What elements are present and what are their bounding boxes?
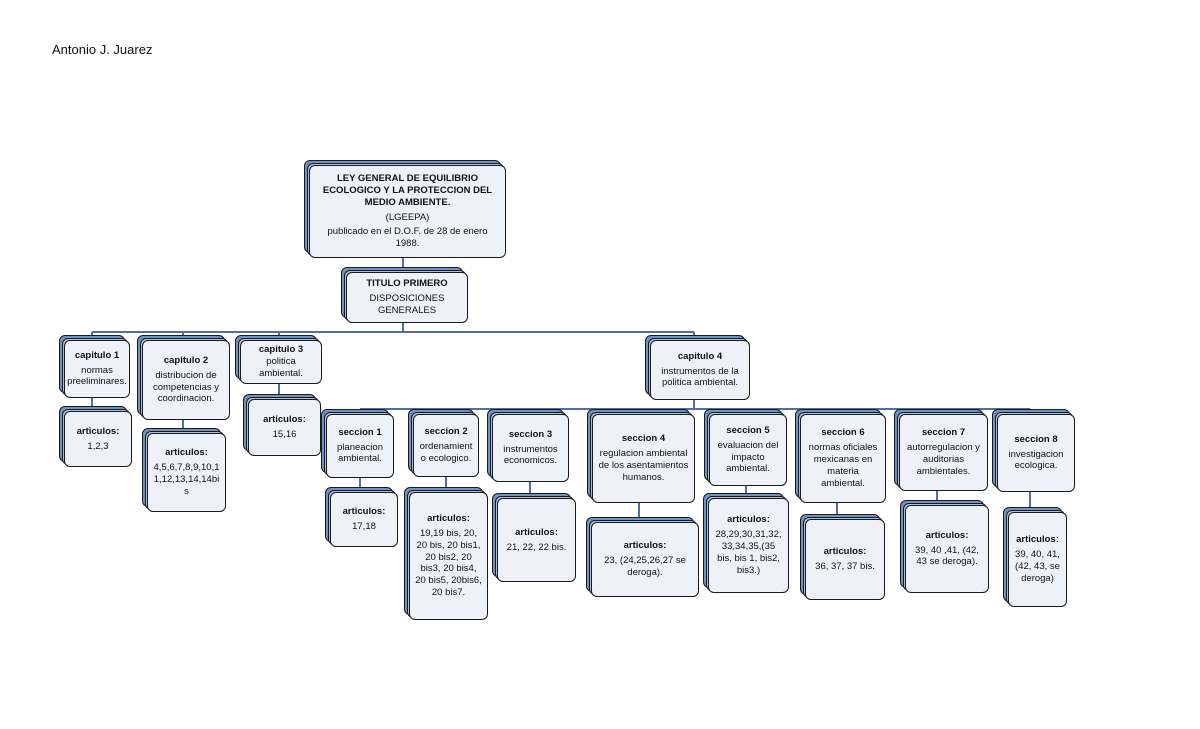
capitulo-3-title: capitulo 3	[258, 344, 304, 356]
seccion-6-node: seccion 6 normas oficiales mexicanas en …	[795, 409, 886, 503]
seccion-5-node: seccion 5 evaluacion del impacto ambient…	[704, 409, 787, 486]
capitulo-2-desc: distribucion de competencias y coordinac…	[152, 369, 219, 405]
seccion-2-art-label: articulos:	[427, 512, 470, 524]
seccion-4-title: seccion 4	[621, 433, 666, 445]
seccion-8-art: 39, 40, 41, (42, 43, se deroga)	[1015, 549, 1060, 584]
root-published: publicado en el D.O.F. de 28 de enero 19…	[327, 226, 488, 250]
root-title: LEY GENERAL DE EQUILIBRIO ECOLOGICO Y LA…	[322, 172, 493, 208]
seccion-4-desc: regulacion ambiental de los asentamiento…	[598, 448, 689, 483]
capitulo-3-art: 15,16	[272, 429, 297, 440]
capitulo-4-title: capitulo 4	[677, 350, 723, 362]
seccion-2-articulos-node: articulos: 19,19 bis, 20, 20 bis, 20 bis…	[404, 487, 488, 620]
seccion-6-articulos-node: articulos: 36, 37, 37 bis.	[800, 514, 885, 600]
seccion-2-title: seccion 2	[424, 426, 468, 438]
seccion-5-art-label: articulos:	[727, 514, 770, 526]
seccion-1-node: seccion 1 planeacion ambiental.	[321, 409, 394, 478]
seccion-6-art: 36, 37, 37 bis.	[815, 561, 875, 572]
seccion-6-title: seccion 6	[821, 427, 865, 439]
seccion-5-desc: evaluacion del impacto ambiental.	[717, 439, 779, 475]
seccion-1-desc: planeacion ambiental.	[337, 441, 383, 465]
capitulo-2-art-label: articulos:	[165, 447, 208, 459]
capitulo-1-articulos-node: articulos: 1,2,3	[59, 406, 132, 467]
seccion-4-articulos-node: articulos: 23, (24,25,26,27 se deroga).	[586, 517, 699, 597]
seccion-3-art: 21, 22, 22 bis.	[506, 541, 567, 553]
seccion-7-title: seccion 7	[921, 427, 966, 439]
seccion-8-desc: investigacion ecologica.	[1008, 448, 1064, 472]
capitulo-3-art-label: articulos:	[263, 414, 306, 426]
seccion-7-art: 39, 40 ,41, (42, 43 se deroga).	[915, 544, 979, 568]
seccion-1-art-label: articulos:	[342, 506, 386, 518]
titulo-subtitle: DISPOSICIONES GENERALES	[369, 293, 445, 316]
seccion-2-desc: ordenamiento ecologico.	[419, 441, 473, 464]
titulo-title: TITULO PRIMERO	[366, 278, 448, 290]
capitulo-3-desc: politica ambiental.	[259, 356, 303, 379]
capitulo-2-articulos-node: articulos: 4,5,6,7,8,9,10,11,12,13,14,14…	[142, 428, 226, 512]
capitulo-1-desc: normas preeliminares.	[67, 364, 127, 388]
seccion-5-articulos-node: articulos: 28,29,30,31,32, 33,34,35,(35 …	[703, 493, 789, 593]
seccion-6-art-label: articulos:	[823, 546, 867, 558]
capitulo-1-node: capitulo 1 normas preeliminares.	[59, 335, 130, 398]
capitulo-3-articulos-node: articulos: 15,16	[243, 394, 321, 456]
capitulo-2-art: 4,5,6,7,8,9,10,11,12,13,14,14bis	[153, 462, 220, 497]
seccion-3-title: seccion 3	[508, 428, 553, 440]
seccion-5-art: 28,29,30,31,32, 33,34,35,(35 bis, bis 1,…	[715, 529, 782, 576]
seccion-8-articulos-node: articulos: 39, 40, 41, (42, 43, se derog…	[1003, 507, 1067, 607]
seccion-3-desc: instrumentos economicos.	[503, 443, 558, 467]
capitulo-2-title: capitulo 2	[163, 354, 209, 366]
seccion-8-node: seccion 8 investigacion ecologica.	[992, 409, 1075, 492]
capitulo-1-art: 1,2,3	[87, 440, 109, 452]
seccion-3-art-label: articulos:	[515, 526, 558, 538]
seccion-4-art-label: articulos:	[623, 540, 667, 552]
seccion-1-articulos-node: articulos: 17,18	[325, 487, 398, 547]
seccion-4-art: 23, (24,25,26,27 se deroga).	[604, 555, 686, 578]
capitulo-4-node: capitulo 4 instrumentos de la politica a…	[645, 335, 750, 400]
seccion-1-title: seccion 1	[338, 426, 382, 438]
seccion-5-title: seccion 5	[726, 424, 770, 436]
seccion-2-node: seccion 2 ordenamiento ecologico.	[408, 409, 479, 477]
seccion-7-node: seccion 7 autorregulacion y auditorias a…	[894, 409, 988, 491]
capitulo-2-node: capitulo 2 distribucion de competencias …	[137, 335, 230, 420]
seccion-3-articulos-node: articulos: 21, 22, 22 bis.	[492, 493, 576, 582]
author-name: Antonio J. Juarez	[52, 42, 153, 57]
seccion-7-desc: autorregulacion y auditorias ambientales…	[907, 442, 980, 477]
seccion-7-articulos-node: articulos: 39, 40 ,41, (42, 43 se deroga…	[900, 500, 989, 593]
seccion-4-node: seccion 4 regulacion ambiental de los as…	[587, 409, 695, 503]
seccion-6-desc: normas oficiales mexicanas en materia am…	[808, 442, 878, 489]
seccion-8-art-label: articulos:	[1016, 534, 1059, 546]
capitulo-1-art-label: articulos:	[76, 425, 120, 437]
root-node: LEY GENERAL DE EQUILIBRIO ECOLOGICO Y LA…	[304, 160, 506, 258]
root-acronym: (LGEEPA)	[385, 211, 430, 223]
seccion-2-art: 19,19 bis, 20, 20 bis, 20 bis1, 20 bis2,…	[415, 527, 482, 599]
titulo-node: TITULO PRIMERO DISPOSICIONES GENERALES	[341, 267, 468, 323]
seccion-7-art-label: articulos:	[925, 529, 969, 541]
capitulo-3-node: capitulo 3 politica ambiental.	[235, 335, 322, 384]
capitulo-1-title: capitulo 1	[74, 349, 120, 361]
seccion-8-title: seccion 8	[1014, 433, 1058, 445]
capitulo-4-desc: instrumentos de la politica ambiental.	[661, 365, 739, 389]
seccion-3-node: seccion 3 instrumentos economicos.	[487, 409, 569, 482]
seccion-1-art: 17,18	[352, 521, 376, 532]
